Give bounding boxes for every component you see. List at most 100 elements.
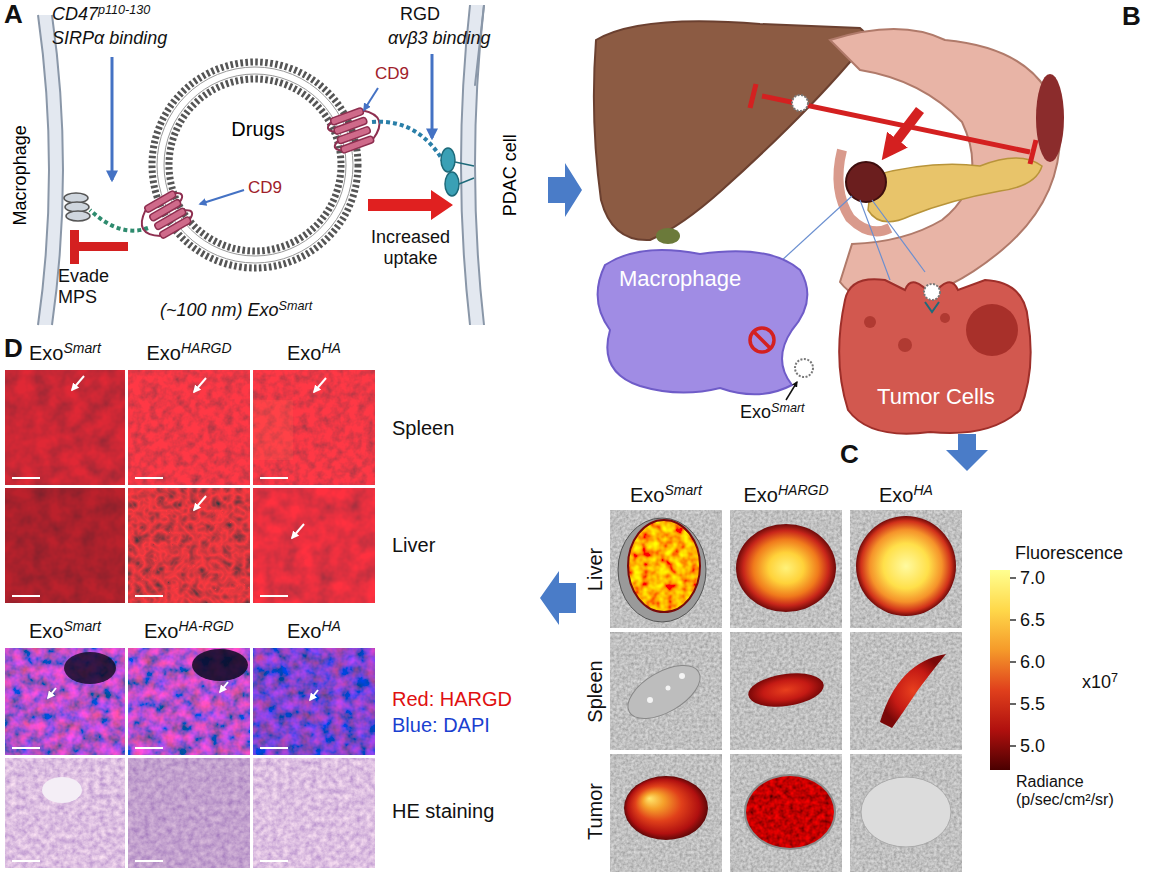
micrograph — [128, 648, 250, 755]
stain-label: Blue: DAPI — [392, 714, 490, 737]
organ-label: Liver — [392, 534, 435, 557]
integrin-receptor — [441, 148, 474, 196]
panel-flow-arrow — [540, 571, 576, 625]
micrograph — [5, 488, 125, 603]
exosome-icon — [792, 95, 808, 111]
imaging-tile — [610, 754, 722, 872]
group-label: ExoHARGD — [147, 342, 232, 365]
fluorescence-signal — [744, 774, 836, 850]
evade-block-symbol — [78, 242, 128, 251]
cd9-protein — [159, 216, 192, 239]
color-scale-bar — [1010, 745, 1016, 747]
sirpa-receptor — [64, 193, 90, 221]
evade-block-symbol — [70, 230, 128, 264]
color-scale-bar — [990, 570, 1010, 770]
organ-label: Tumor — [584, 782, 607, 839]
marker-arrow — [314, 378, 326, 392]
marker-arrow — [48, 688, 56, 698]
scale-tick: 5.5 — [1020, 694, 1045, 715]
color-scale-bar — [1010, 703, 1016, 705]
fluorescence-signal — [628, 520, 700, 612]
fluorescence-signal — [746, 669, 826, 711]
scale-bar — [12, 860, 40, 862]
leader-line — [780, 196, 852, 262]
organ-label: Spleen — [392, 417, 454, 440]
cd9-protein — [325, 103, 385, 155]
cd9-protein — [136, 191, 195, 242]
panel-letter: C — [840, 440, 859, 470]
imaging-tile — [730, 510, 842, 628]
pdac-membrane — [475, 5, 484, 325]
fluorescence-signal — [618, 516, 956, 850]
organ-label: Spleen — [584, 660, 607, 722]
fluorescence-signal — [624, 776, 708, 840]
pancreas-illustration — [868, 158, 1042, 222]
scale-bar — [135, 747, 163, 749]
protein-label: CD9 — [375, 64, 409, 84]
liver-illustration — [656, 228, 680, 244]
scale-tick: 7.0 — [1020, 568, 1045, 589]
cargo-label: Drugs — [150, 118, 366, 141]
micrograph — [128, 488, 250, 603]
micrograph — [5, 370, 375, 868]
micrograph — [5, 648, 125, 755]
pointer-arrow — [200, 190, 244, 204]
group-label: ExoSmart — [29, 342, 101, 365]
group-label: ExoSmart — [630, 484, 702, 507]
cell-label: Macrophage — [10, 125, 31, 225]
exosome-bilayer — [157, 67, 353, 263]
group-label: ExoHA-RGD — [144, 620, 234, 643]
macrophage-membrane — [38, 15, 49, 325]
fluorescence-signal — [736, 524, 836, 612]
cell-label: PDAC cell — [500, 134, 521, 216]
micrograph — [5, 370, 125, 485]
color-scale-bar — [1010, 577, 1016, 579]
tumor-cell-detail — [924, 284, 940, 300]
fluorescence-signal — [679, 673, 685, 679]
macrophage-cell: Macrophage — [605, 256, 801, 391]
macrophage-cell — [598, 250, 808, 394]
group-label: ExoHA — [287, 620, 341, 643]
imaging-tile — [610, 510, 962, 872]
cd47-peptide — [90, 210, 148, 231]
scale-title: Fluorescence — [1015, 543, 1123, 564]
scale-bar — [12, 478, 288, 861]
cell-membrane: PDAC cell — [455, 30, 540, 320]
targeting-arrow — [888, 110, 920, 152]
tumor-cell: Tumor Cells — [838, 272, 1034, 432]
organ-label: Liver — [584, 547, 607, 590]
cell-label: Macrophage — [619, 266, 801, 291]
blocked-uptake-symbol — [762, 96, 1030, 152]
scale-bar — [260, 860, 288, 862]
micrograph — [64, 652, 116, 684]
sirpa-receptor — [66, 211, 90, 221]
binding-label: SIRPα binding — [52, 28, 167, 49]
group-label: ExoHARGD — [744, 484, 829, 507]
uptake-arrow — [368, 190, 453, 220]
scale-bar — [135, 477, 163, 479]
micrograph — [128, 370, 250, 485]
micrograph — [5, 758, 125, 868]
micrograph — [192, 649, 248, 681]
blocked-uptake-symbol — [1030, 140, 1036, 164]
fluorescence-signal — [861, 777, 951, 847]
scale-tick: 6.0 — [1020, 652, 1045, 673]
scale-bar — [135, 860, 163, 862]
imaging-tile — [730, 754, 842, 872]
imaging-tile — [850, 510, 962, 628]
integrin-receptor — [441, 148, 455, 172]
scale-bar — [260, 477, 288, 479]
imaging-tile — [730, 632, 842, 750]
micrograph — [128, 758, 250, 868]
micrograph — [42, 777, 82, 803]
peptide-label: CD47p110-130 — [52, 4, 150, 25]
fluorescence-signal — [746, 776, 834, 848]
cell-membrane: Macrophage — [4, 30, 36, 320]
stomach-illustration — [830, 29, 1060, 303]
tumor-cell-detail — [966, 304, 1018, 356]
micrograph — [253, 400, 293, 460]
integrin-receptor — [445, 172, 459, 196]
exosome-bilayer — [169, 79, 341, 251]
fluorescence-signal — [880, 654, 946, 728]
